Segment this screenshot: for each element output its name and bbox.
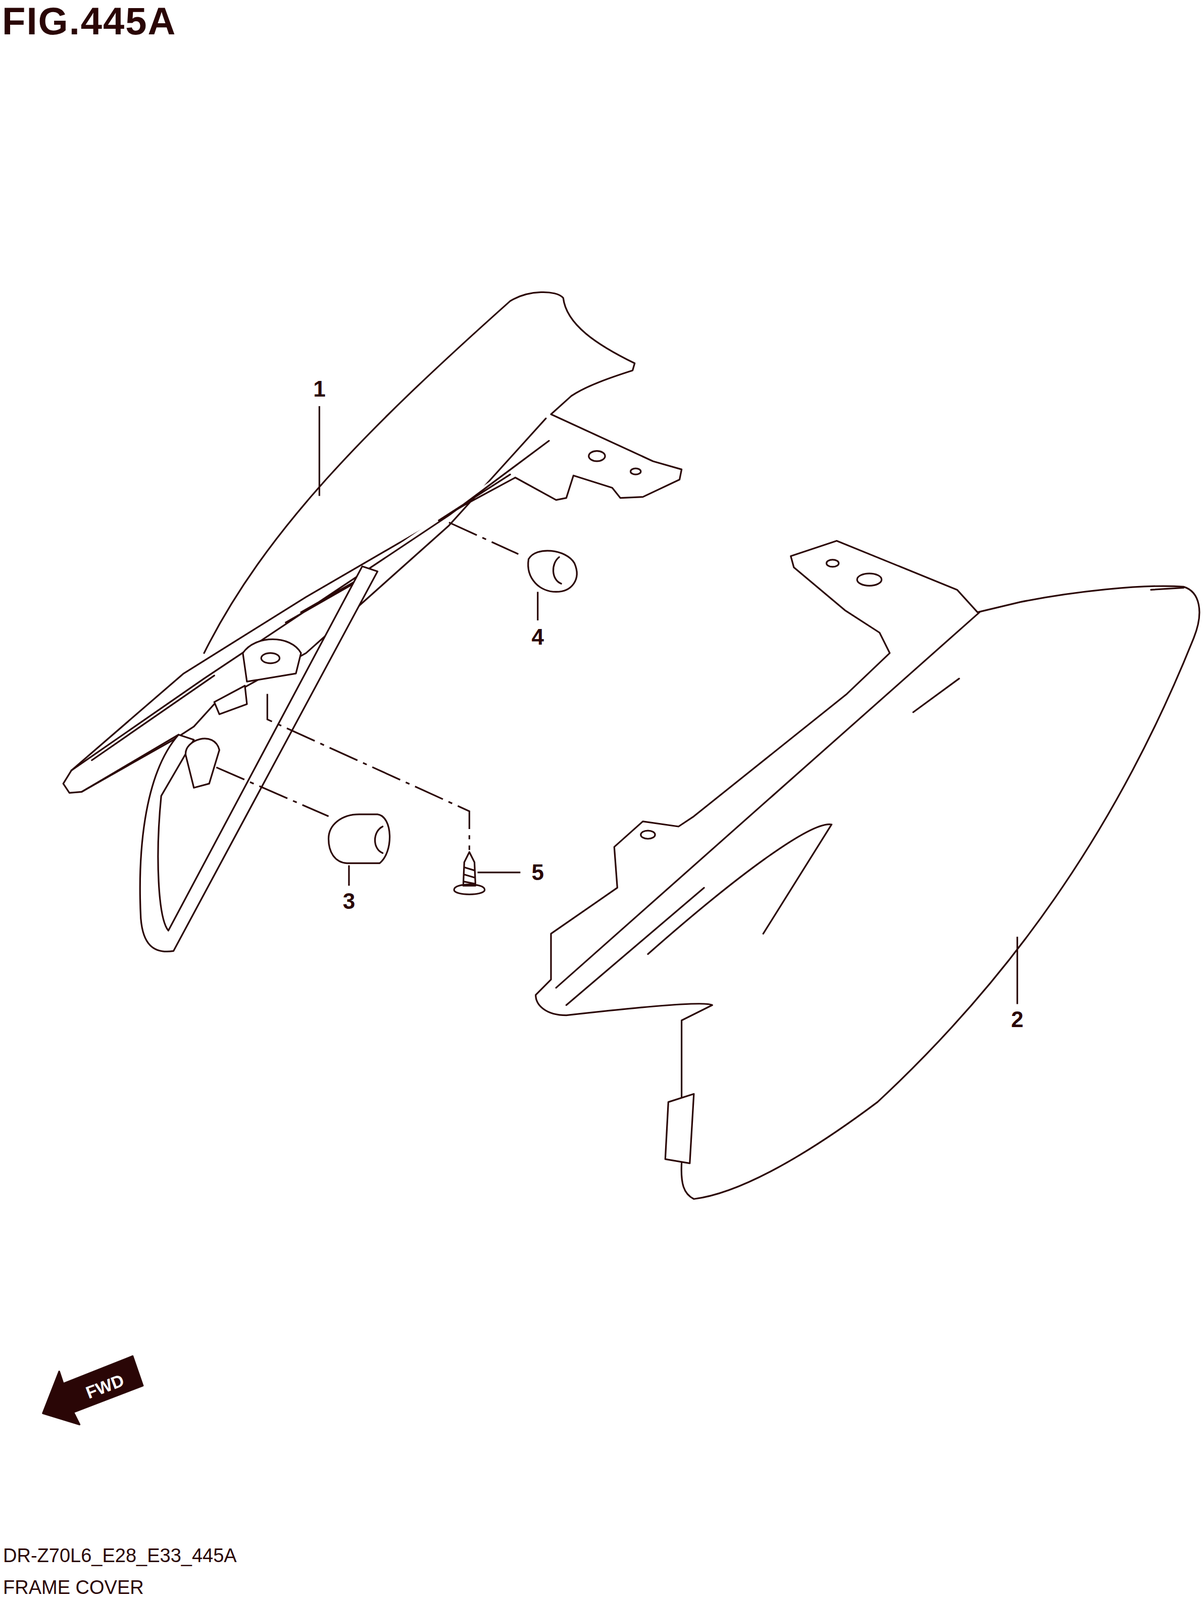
section-name: FRAME COVER <box>3 1577 144 1597</box>
frame-cover-right <box>535 540 1200 1199</box>
callout-number: 4 <box>531 625 544 648</box>
assembly-line <box>267 693 470 850</box>
flange-hole <box>588 450 606 462</box>
cover-notch <box>647 824 832 955</box>
cover-tab <box>665 1093 694 1163</box>
grommet-detail <box>553 557 562 584</box>
mount-hole <box>640 830 656 839</box>
sleeve-boss <box>185 738 220 788</box>
callout-number: 1 <box>313 377 326 400</box>
frame-cover-left <box>63 291 682 793</box>
flange-hole <box>826 559 839 567</box>
flange-hole <box>857 573 882 586</box>
assembly-line <box>448 522 519 555</box>
callout-number: 2 <box>1011 1008 1024 1031</box>
callout-number: 5 <box>531 861 544 884</box>
callout-number: 3 <box>342 889 356 913</box>
collar <box>328 814 390 864</box>
frame-cover-loop <box>139 566 378 951</box>
model-code: DR-Z70L6_E28_E33_445A <box>3 1545 237 1565</box>
flange-hole <box>630 468 641 475</box>
mount-hole <box>261 653 280 664</box>
mount-boss <box>214 638 302 714</box>
collar-detail <box>374 826 383 854</box>
leader-line <box>347 865 350 886</box>
leader-line <box>318 406 321 496</box>
forward-arrow <box>42 1355 143 1424</box>
leader-line <box>1016 936 1019 1004</box>
cover-inner-edge <box>556 587 1184 1005</box>
leader-line <box>477 871 521 873</box>
figure-title: FIG.445A <box>2 2 177 41</box>
grommet <box>528 550 577 592</box>
assembly-line <box>216 767 329 817</box>
leader-line <box>536 591 539 621</box>
